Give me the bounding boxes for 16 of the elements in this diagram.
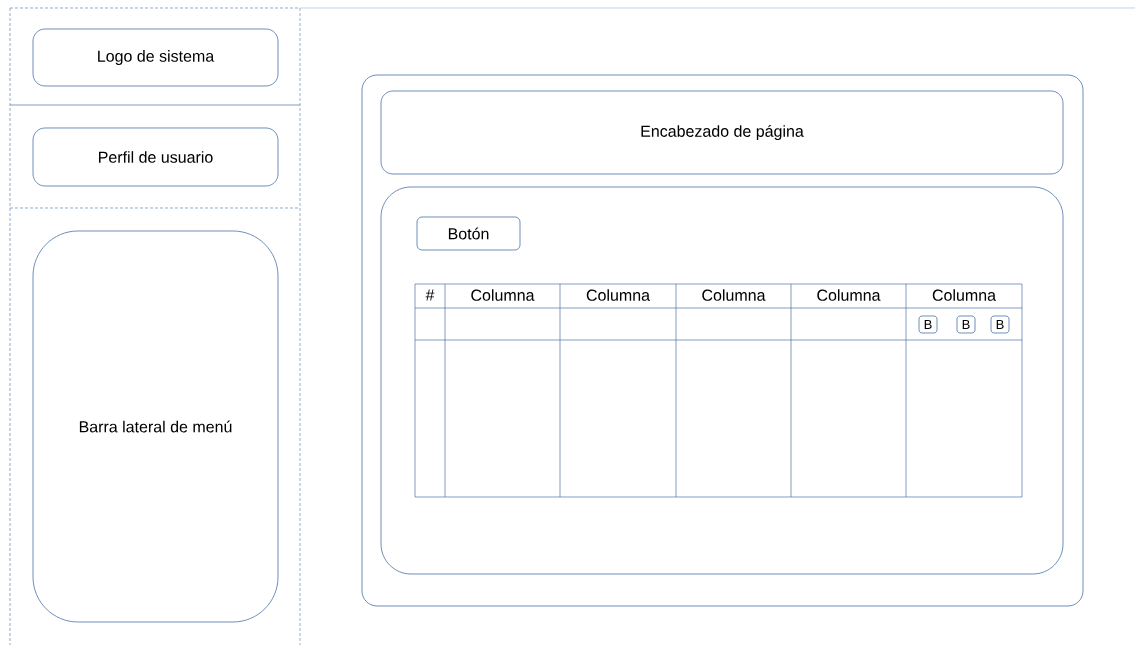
header-box: Encabezado de página	[380, 90, 1064, 175]
button: Botón	[416, 216, 521, 251]
small-button: B	[990, 315, 1010, 334]
table-header-cell: Columna	[586, 289, 650, 301]
table-header-cell: #	[425, 289, 435, 301]
table-header-cell: Columna	[817, 289, 881, 301]
small-button: B	[918, 315, 938, 334]
page-panel	[361, 74, 1084, 607]
table-header-cell: Columna	[702, 289, 766, 301]
table-header-cell: Columna	[932, 289, 996, 301]
table-header-cell: Columna	[471, 289, 535, 301]
small-button: B	[956, 315, 976, 334]
sidebar-menu-box: Barra lateral de menú	[32, 230, 279, 623]
profile-box: Perfil de usuario	[32, 127, 279, 187]
content-panel	[380, 186, 1064, 575]
system-name-box: Logo de sistema	[32, 28, 279, 87]
